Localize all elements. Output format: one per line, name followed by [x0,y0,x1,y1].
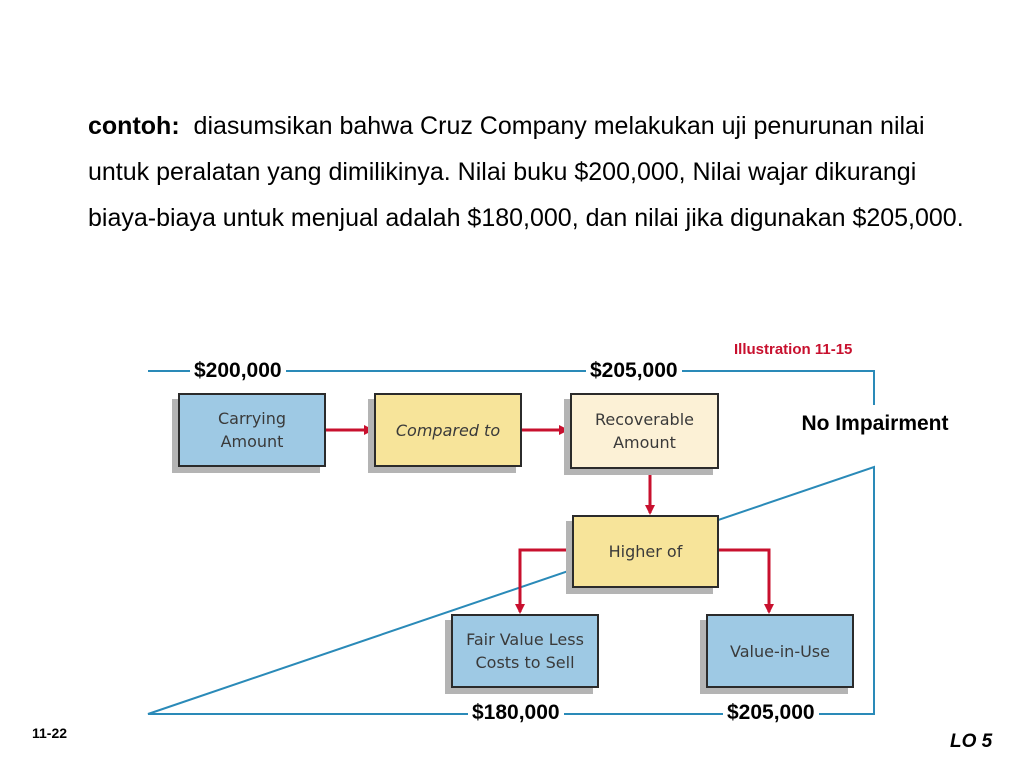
recoverable-amount-box: Recoverable Amount [570,393,719,469]
learning-objective: LO 5 [950,731,993,752]
intro-lead: contoh: [88,112,180,140]
arrow-higher-to-fair-value [515,548,572,614]
carrying-amount-box: Carrying Amount [178,393,326,467]
carrying-amount-label: Carrying Amount [217,409,287,451]
higher-of-label: Higher of [608,542,683,561]
compared-to-label: Compared to [395,420,501,440]
no-impairment-result: No Impairment [801,412,949,435]
amount-fair-value: $180,000 [468,701,564,725]
amount-value-in-use: $205,000 [723,701,819,725]
recoverable-amount-label: Recoverable Amount [595,410,694,452]
amount-carrying: $200,000 [190,359,286,383]
amount-recoverable: $205,000 [586,359,682,383]
fair-value-box: Fair Value Less Costs to Sell [451,614,599,688]
intro-paragraph: contoh: diasumsikan bahwa Cruz Company m… [88,103,968,241]
value-in-use-label: Value-in-Use [730,641,830,661]
arrow-higher-to-value-in-use [718,548,774,614]
slide-number: 11-22 [32,725,68,741]
value-in-use-box: Value-in-Use [706,614,854,688]
fair-value-label: Fair Value Less Costs to Sell [466,630,584,672]
compared-to-box: Compared to [374,393,522,467]
intro-text: diasumsikan bahwa Cruz Company melakukan… [88,112,964,232]
illustration-label: Illustration 11-15 [734,341,853,358]
higher-of-box: Higher of [572,515,719,588]
